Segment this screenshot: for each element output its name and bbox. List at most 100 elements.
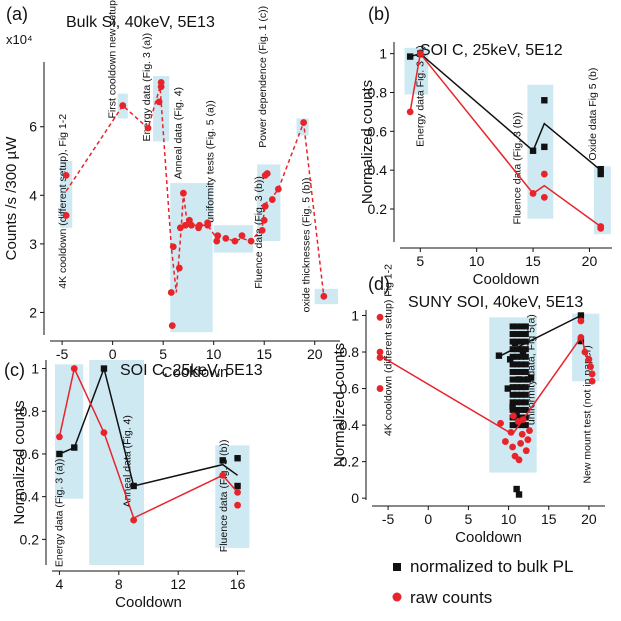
legend-label-black: normalized to bulk PL — [410, 557, 573, 576]
highlight-box — [593, 166, 611, 235]
data-point — [157, 78, 165, 86]
data-point — [597, 170, 604, 178]
data-point — [518, 391, 525, 398]
x-tick-label: 5 — [416, 253, 424, 269]
data-point — [214, 232, 222, 240]
data-point — [515, 376, 523, 383]
chart-title: SUNY SOI, 40keV, 5E13 — [408, 294, 583, 311]
x-tick-label: 0 — [109, 346, 117, 362]
annotation: 4K cooldown (different setup), Fig 1-2 — [57, 114, 69, 289]
data-point — [526, 427, 533, 434]
data-point — [524, 376, 532, 383]
data-point — [130, 516, 138, 524]
x-tick-label: 15 — [256, 346, 272, 362]
data-point — [376, 313, 384, 321]
legend-marker-red — [392, 592, 402, 602]
data-point — [522, 368, 529, 375]
data-point — [509, 376, 516, 383]
data-point — [509, 399, 516, 406]
legend-label-red: raw counts — [410, 588, 492, 607]
data-point — [506, 356, 514, 363]
series-line-black — [409, 52, 602, 171]
data-point — [514, 331, 521, 338]
data-point — [585, 355, 593, 363]
annotation: Anneal data (Fig. 4) — [172, 87, 184, 179]
data-point — [188, 221, 195, 229]
data-point — [70, 365, 78, 372]
y-axis-label: Counts /s /300 µW — [3, 136, 20, 261]
data-point — [376, 348, 384, 356]
data-point — [518, 406, 525, 413]
x-tick-label: -5 — [382, 511, 395, 527]
data-point — [263, 170, 271, 177]
series-line-red — [58, 366, 239, 520]
data-point — [495, 352, 503, 359]
annotation: oxide thicknesses (Fig. 5 (b)) — [301, 178, 313, 313]
x-tick-label: 4 — [56, 576, 64, 592]
data-point — [515, 491, 523, 498]
panel-label: (d) — [368, 274, 390, 294]
x-tick-label: -5 — [56, 346, 69, 362]
data-point — [577, 337, 585, 345]
data-point — [100, 429, 108, 437]
data-point — [274, 185, 282, 193]
data-point — [597, 165, 604, 173]
data-point — [522, 361, 529, 368]
y-tick-label: 0.2 — [340, 454, 360, 470]
data-point — [56, 433, 63, 441]
data-point — [509, 422, 516, 429]
x-axis-label: Cooldown — [473, 271, 540, 288]
data-point — [514, 384, 521, 391]
data-point — [260, 216, 268, 224]
data-point — [518, 368, 525, 375]
y-tick-label: 3 — [29, 236, 37, 252]
highlight-box — [54, 364, 84, 499]
data-point — [213, 237, 221, 245]
annotation: uniformity tests (Fig. 5 (a)) — [205, 100, 217, 223]
data-point — [514, 361, 521, 368]
data-point — [62, 212, 70, 219]
data-point — [588, 377, 596, 385]
data-point — [376, 354, 384, 361]
data-point — [497, 419, 504, 427]
data-point — [514, 399, 521, 406]
data-point — [501, 438, 509, 445]
y-tick-label: 1 — [379, 46, 387, 62]
chart-title: Bulk Si, 40keV, 5E13 — [66, 14, 215, 31]
x-tick-label: 15 — [541, 511, 557, 527]
x-tick-label: 10 — [206, 346, 222, 362]
data-point — [514, 391, 521, 398]
x-tick-label: 20 — [581, 511, 597, 527]
series-line-red — [65, 86, 325, 297]
y-tick-label: 0.2 — [368, 201, 388, 217]
data-point — [130, 482, 137, 490]
highlight-box — [170, 183, 213, 333]
data-point — [522, 384, 529, 391]
data-point — [416, 50, 424, 58]
data-point — [182, 221, 189, 229]
data-point — [219, 457, 226, 464]
data-point — [518, 399, 525, 406]
annotation: Oxide data Fig 5 (b) — [587, 68, 599, 161]
data-point — [522, 399, 529, 406]
data-point — [509, 323, 516, 330]
x-tick-label: 10 — [501, 511, 517, 527]
annotation: Power dependence (Fig. 1 (c)) — [257, 6, 269, 148]
data-point — [222, 234, 230, 242]
data-point — [518, 331, 525, 338]
panel-label: (a) — [6, 4, 28, 24]
data-point — [509, 443, 517, 451]
data-point — [541, 97, 548, 104]
x-tick-label: 10 — [469, 253, 485, 269]
annotation: Energy data (Fig. 3 (a)) — [141, 33, 153, 142]
x-axis-label: Cooldown — [115, 594, 182, 611]
data-point — [510, 412, 517, 420]
data-point — [518, 361, 525, 368]
highlight-box — [153, 76, 170, 142]
y-tick-label: 1 — [351, 307, 359, 323]
data-point — [509, 346, 516, 353]
x-tick-label: 15 — [525, 253, 541, 269]
data-point — [518, 353, 525, 360]
